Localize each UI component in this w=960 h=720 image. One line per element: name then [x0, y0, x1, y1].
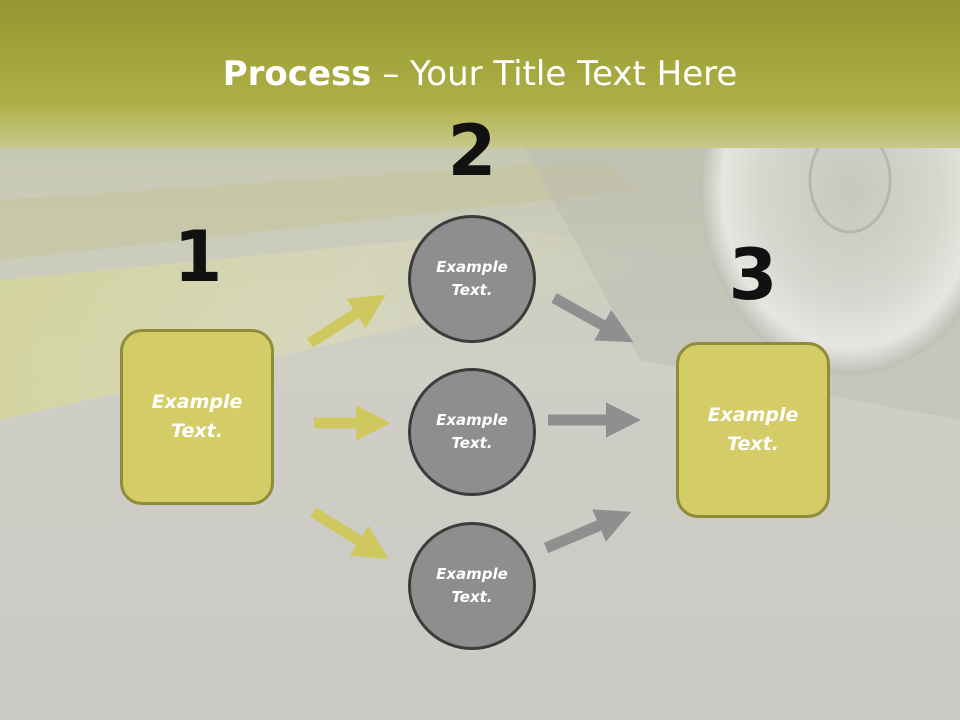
step-box-1-text: Example Text.: [151, 391, 243, 442]
step-number-3: 3: [728, 234, 778, 316]
circle-top-text: Example Text.: [436, 258, 508, 299]
step-box-1: Example Text.: [120, 329, 274, 505]
circle-bottom-text: Example Text.: [436, 565, 508, 606]
step-box-3: Example Text.: [676, 342, 830, 518]
title-strong: Process: [222, 54, 372, 94]
circle-middle: Example Text.: [408, 368, 536, 496]
arrow-top-to-3: [551, 293, 634, 343]
title-rest: – Your Title Text Here: [371, 54, 738, 94]
slide-title: Process – Your Title Text Here: [0, 52, 960, 96]
circle-top: Example Text.: [408, 215, 536, 343]
step-number-2: 2: [447, 110, 497, 192]
circle-bottom: Example Text.: [408, 522, 536, 650]
circle-middle-text: Example Text.: [436, 411, 508, 452]
step-number-1: 1: [173, 216, 223, 298]
arrow-1-to-top: [307, 294, 386, 348]
arrow-bottom-to-3: [543, 509, 632, 554]
step-box-3-text: Example Text.: [707, 404, 799, 455]
arrow-1-to-bottom: [310, 507, 389, 560]
